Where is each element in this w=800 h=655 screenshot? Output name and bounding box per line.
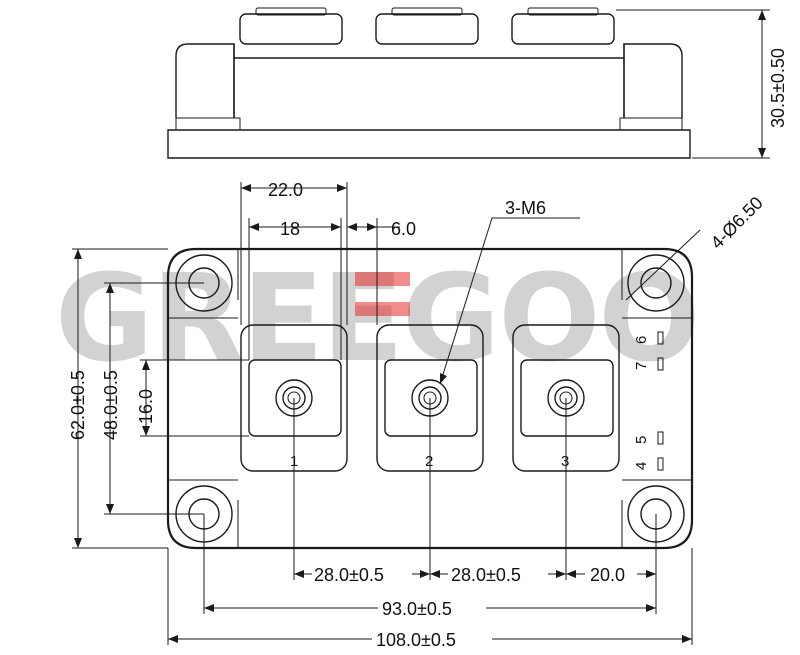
dim-18-label: 18	[280, 219, 300, 239]
left-dimensions: 62.0±0.5 48.0±0.5 16.0	[68, 248, 249, 549]
pin-6-label: 6	[633, 336, 650, 344]
side-housing-right	[623, 43, 683, 118]
side-base-plate	[167, 129, 691, 159]
side-terminal-2	[375, 7, 479, 45]
dim-93-label: 93.0±0.5	[382, 599, 452, 619]
pin-7-label: 7	[633, 362, 650, 370]
dim-22-label: 22.0	[268, 180, 303, 200]
dim-height-label: 30.5±0.50	[768, 48, 788, 128]
dim-62-label: 62.0±0.5	[68, 370, 88, 440]
terminal-2-label: 2	[425, 453, 433, 470]
side-housing-walls	[233, 58, 625, 118]
ear-edges	[168, 317, 692, 481]
screw-label: 3-M6	[505, 198, 546, 218]
pin-4	[657, 457, 664, 471]
dim-pitch1-label: 28.0±0.5	[314, 565, 384, 585]
pin-7	[657, 357, 664, 371]
watermark-accent-bar	[355, 272, 410, 286]
base-outline	[166, 247, 694, 550]
pin-5	[657, 431, 664, 445]
housing-edges	[237, 249, 623, 548]
top-dimensions: 22.0 18 6.0	[240, 180, 416, 360]
dim-6-label: 6.0	[391, 219, 416, 239]
dim-108-label: 108.0±0.5	[376, 630, 456, 650]
side-view: 30.5±0.50	[167, 7, 788, 159]
side-base-step-right	[619, 117, 683, 130]
top-view: 1 2 3 6 7 5 4	[68, 180, 767, 650]
pin-6	[657, 331, 664, 345]
bottom-dimensions: 28.0±0.5 28.0±0.5 20.0 93.0±0.5 108.0±0.…	[167, 398, 693, 650]
side-terminal-1	[239, 7, 343, 45]
screw-leader: 3-M6	[439, 198, 580, 385]
hole-label: 4-Ø6.50	[707, 193, 767, 253]
dim-16-label: 16.0	[136, 389, 156, 424]
pin-4-label: 4	[633, 462, 650, 470]
dim-pitch3-label: 20.0	[590, 565, 625, 585]
side-housing-top	[233, 44, 625, 59]
side-base-step-left	[175, 117, 241, 130]
signal-pins: 6 7 5 4	[633, 331, 664, 471]
side-housing-left	[175, 43, 235, 118]
mount-hole-top-right	[627, 254, 685, 312]
side-terminal-3	[511, 7, 615, 45]
dim-pitch2-label: 28.0±0.5	[451, 565, 521, 585]
watermark-accent-bar	[355, 302, 410, 316]
pin-5-label: 5	[633, 436, 650, 444]
dim-48-label: 48.0±0.5	[101, 370, 121, 440]
terminal-3-label: 3	[561, 453, 569, 470]
